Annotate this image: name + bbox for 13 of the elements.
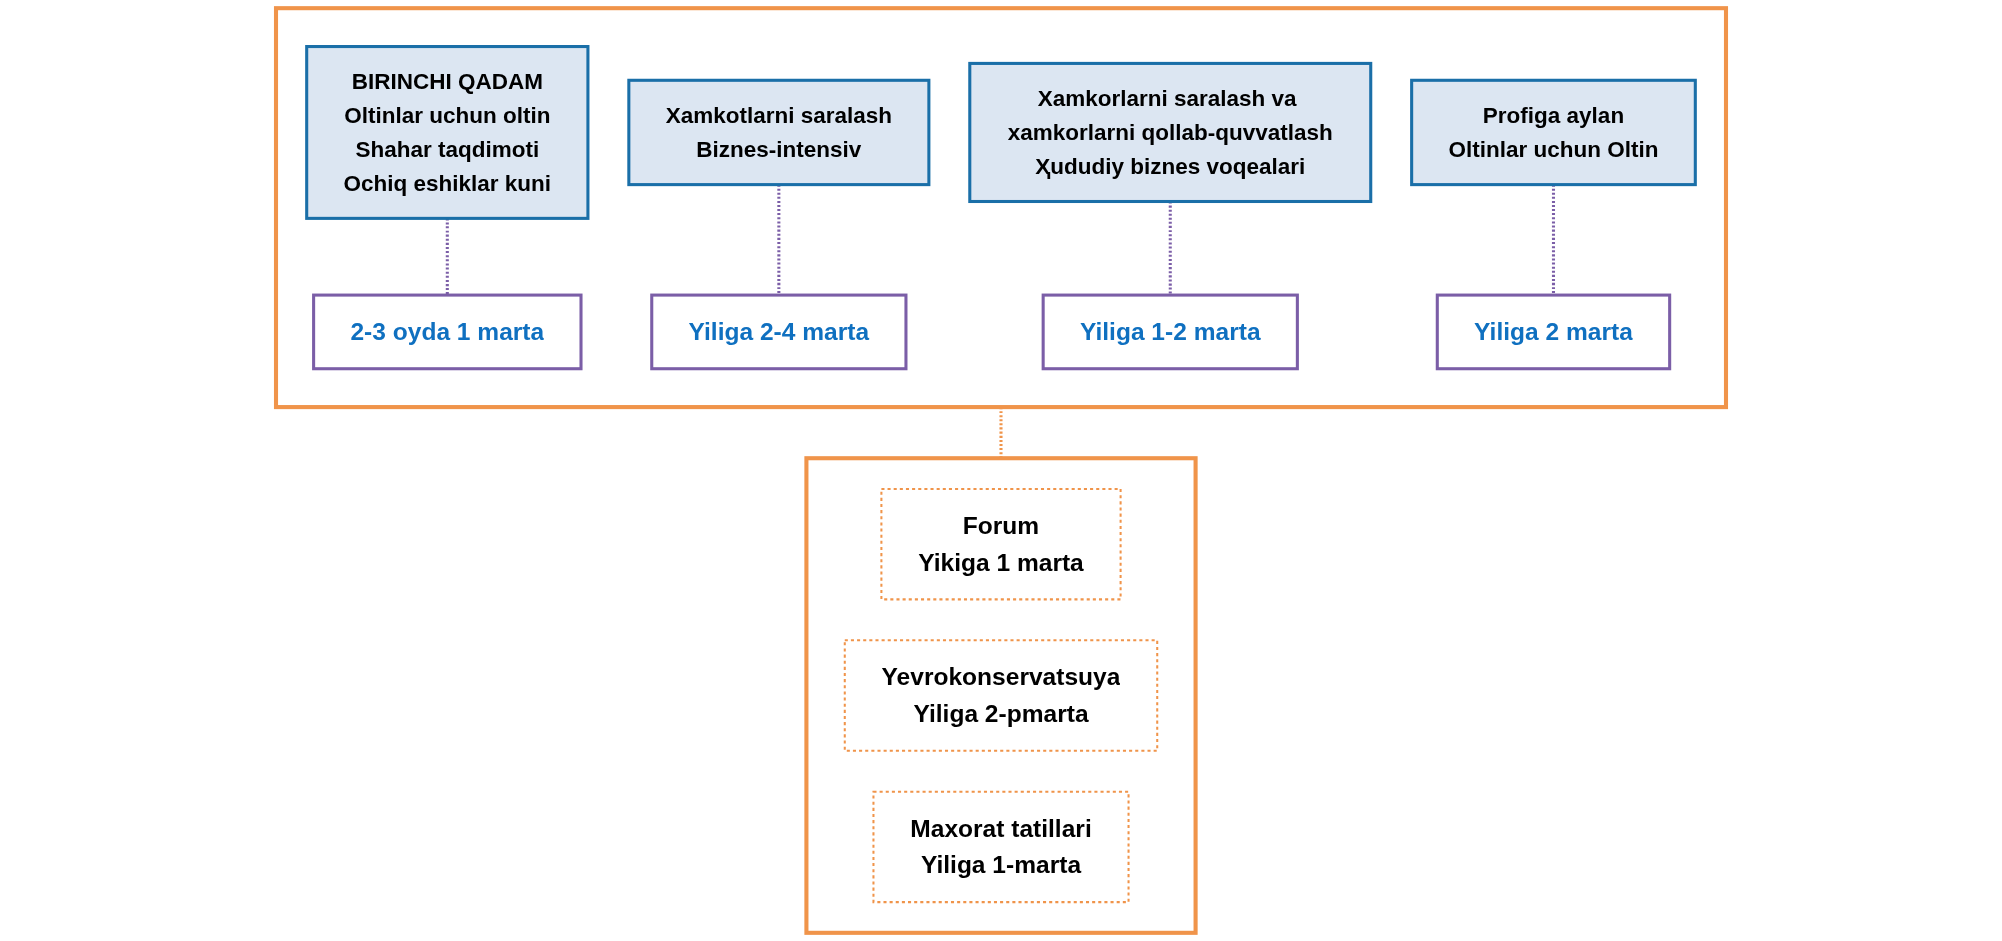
node-box: Maxorat tatillari Yiliga 1-marta (872, 790, 1130, 904)
node-box: Forum Yikiga 1 marta (880, 487, 1122, 601)
node-box: BIRINCHI QADAM Oltinlar uchun oltin Shahar taqdimoti Ochiq eshiklar kuni (305, 45, 590, 220)
cluster (804, 456, 1198, 935)
node-box: 2-3 oyda 1 marta (312, 293, 583, 371)
node-box: Yiliga 2 marta (1435, 293, 1672, 371)
cluster (273, 6, 1729, 410)
node-box: Profiga aylan Oltinlar uchun Oltin (1410, 78, 1697, 187)
node-box: Yevrokonservatsuya Yiliga 2-pmarta (843, 639, 1159, 752)
node-box: Yiliga 2-4 marta (650, 293, 908, 371)
node-box: Xamkotlarni saralash Biznes-intensiv (627, 78, 931, 187)
node-box: Xamkorlarni saralash va xamkorlarni qollab-quvvatlash Ҳududiy biznes voqealari (968, 61, 1373, 204)
node-box: Yiliga 1-2 marta (1041, 293, 1299, 371)
